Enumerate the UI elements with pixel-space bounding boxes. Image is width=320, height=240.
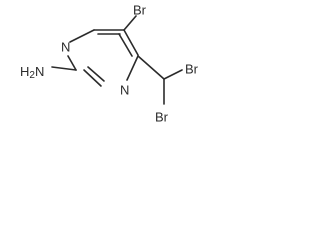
bond-ch-br-right [163,69,183,80]
bond-n3-c2-double [87,66,105,82]
bond-n3-c2 [83,69,102,87]
chemical-structure: Br N N Br Br H2N [20,3,199,125]
bond-c5-br [123,15,137,31]
nitrogen-lower-label: N [120,83,129,98]
amine-group-label: H2N [20,64,44,81]
bromine-bottom-label: Br [155,110,169,125]
bond-c5-c4 [123,29,139,56]
bond-c4-ch [137,55,165,80]
bond-c2-n1 [67,55,77,71]
bond-c4-n3 [126,55,139,81]
bromine-right-label: Br [185,62,199,77]
bond-c2-nh2 [51,66,77,71]
nitrogen-upper-label: N [61,40,70,55]
bond-c4-c4double [118,33,133,57]
bond-n1-c6 [69,29,95,43]
bromine-top-label: Br [133,3,147,18]
